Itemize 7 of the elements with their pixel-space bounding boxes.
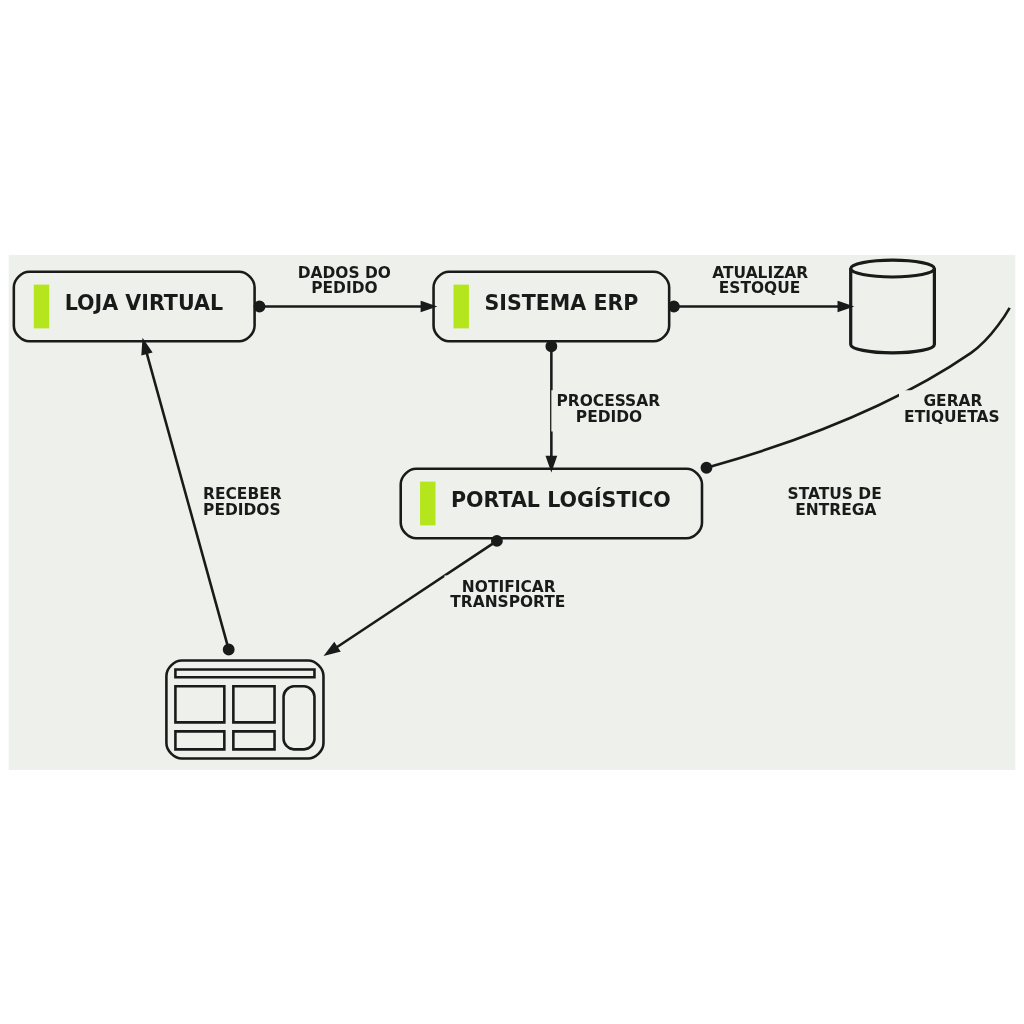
edge-label: RECEBER PEDIDOS (203, 484, 282, 519)
edge-label: DADOS DO PEDIDO (297, 263, 391, 297)
edge-label: PROCESSAR PEDIDO (556, 391, 661, 426)
edge-label: GERAR ETIQUETAS (904, 391, 1000, 426)
label: STATUS DE ENTREGA (787, 484, 882, 519)
edge-label: ATUALIZAR ESTOQUE (712, 263, 809, 297)
edge-label: NOTIFICAR TRANSPORTE (450, 577, 566, 611)
